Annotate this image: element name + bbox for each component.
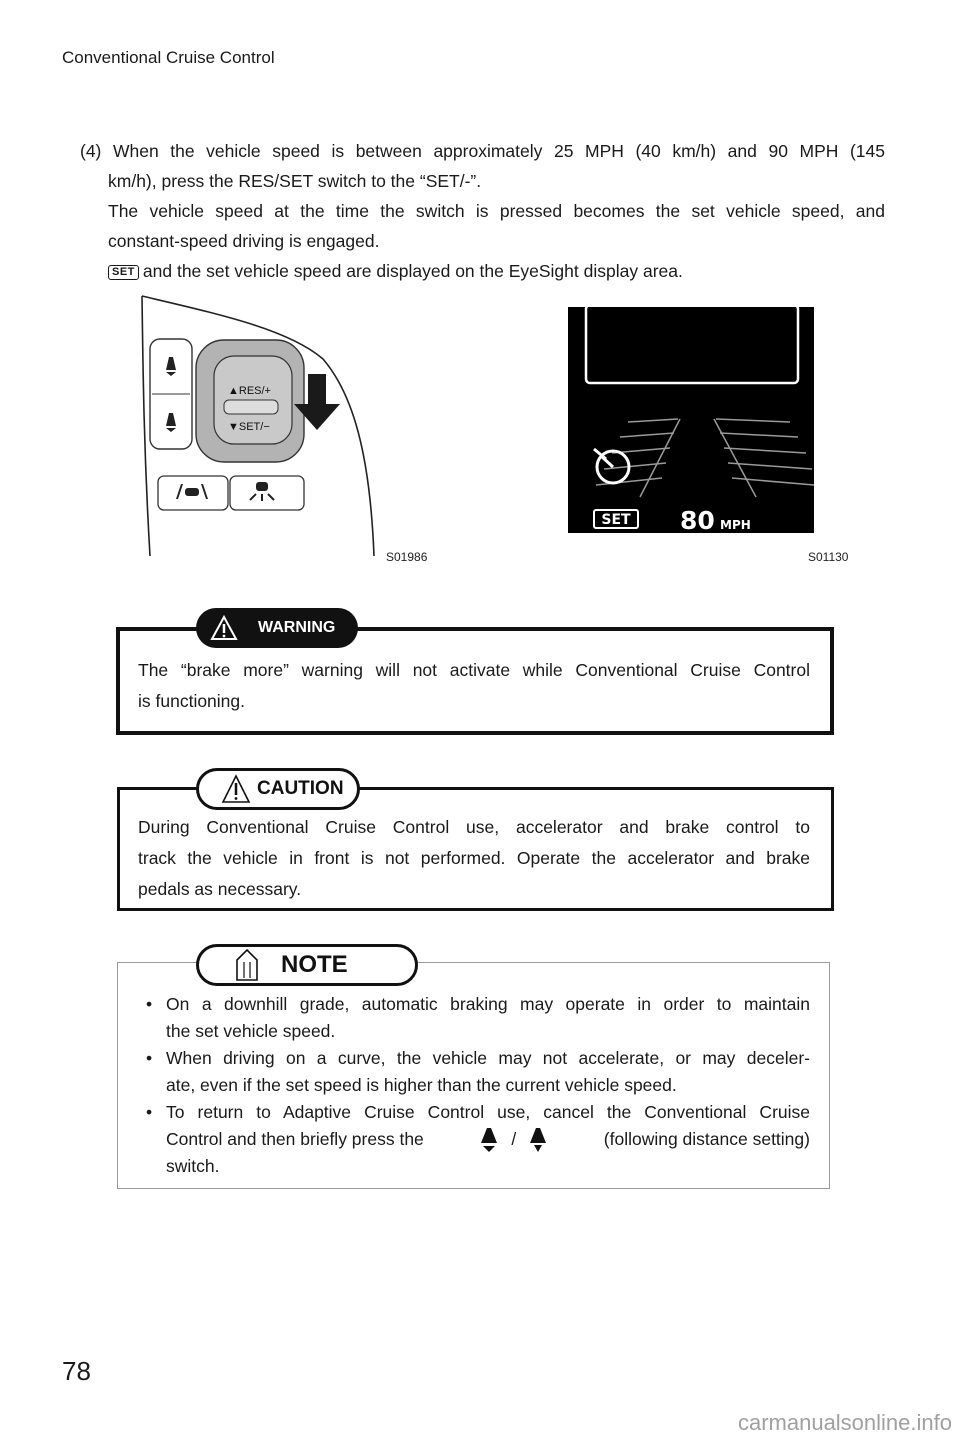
press-down-arrow-icon <box>294 374 340 430</box>
step-line-4: constant-speed driving is engaged. <box>108 231 380 251</box>
note-item-3-line-3: switch. <box>166 1156 220 1176</box>
note-list: • On a downhill grade, automatic braking… <box>138 991 810 1180</box>
note-item-1-line-1: On a downhill grade, automatic braking m… <box>166 994 810 1014</box>
lane-departure-icon <box>176 484 208 499</box>
step-line-3: The vehicle speed at the time the switch… <box>108 201 885 221</box>
note-panel <box>117 962 830 1189</box>
cruise-speedometer-icon <box>593 447 631 485</box>
step-line-5-text: and the set vehicle speed are displayed … <box>142 261 683 281</box>
step-4-text: (4) When the vehicle speed is between ap… <box>80 136 885 286</box>
note-item-3-line-1: To return to Adaptive Cruise Control use… <box>166 1102 810 1122</box>
page-number: 78 <box>62 1356 91 1386</box>
caution-label: CAUTION <box>257 778 344 799</box>
note-item-2: • When driving on a curve, the vehicle m… <box>138 1045 810 1099</box>
note-text: • On a downhill grade, automatic braking… <box>138 991 810 1180</box>
running-header: Conventional Cruise Control <box>62 48 275 67</box>
caution-text: During Conventional Cruise Control use, … <box>138 812 810 905</box>
pre-collision-off-icon <box>249 482 275 501</box>
gap-decrease-icon <box>530 1127 547 1152</box>
note-pencil-icon <box>236 948 258 981</box>
note-item-3: • To return to Adaptive Cruise Control u… <box>138 1099 810 1180</box>
eyesight-display-illustration: SET 80 MPH <box>584 303 815 535</box>
step-line-2: km/h), press the RES/SET switch to the “… <box>108 171 482 191</box>
warning-text: The “brake more” warning will not activa… <box>138 655 810 717</box>
warning-label-pill: WARNING <box>196 608 358 648</box>
caution-line-3: pedals as necessary. <box>138 879 302 899</box>
note-item-1-line-2: the set vehicle speed. <box>166 1021 336 1041</box>
note-item-3-line-2b: (following distance setting) <box>603 1129 810 1149</box>
display-speed: 80 <box>680 506 715 533</box>
caution-line-1: During Conventional Cruise Control use, … <box>138 817 810 837</box>
display-set-badge: SET <box>601 512 631 528</box>
note-item-2-line-2: ate, even if the set speed is higher tha… <box>166 1075 677 1095</box>
steering-switch-illustration: ▲RES/+ ▼SET/− <box>141 295 375 557</box>
gap-increase-icon <box>481 1127 498 1152</box>
warning-triangle-icon <box>210 615 238 640</box>
warning-line-1: The “brake more” warning will not activa… <box>138 660 810 680</box>
figure-code-right: S01130 <box>808 550 849 564</box>
step-line-1: (4) When the vehicle speed is between ap… <box>80 141 885 161</box>
warning-line-2: is functioning. <box>138 691 246 711</box>
note-label-pill: NOTE <box>196 944 418 986</box>
note-item-2-line-1: When driving on a curve, the vehicle may… <box>166 1048 810 1068</box>
warning-label: WARNING <box>258 619 336 636</box>
set-indicator-icon: SET <box>108 265 139 280</box>
note-label: NOTE <box>281 951 348 978</box>
icon-separator: / <box>511 1129 517 1149</box>
note-item-3-line-2a: Control and then briefly press the <box>166 1129 424 1149</box>
bullet-icon: • <box>146 1102 153 1122</box>
display-unit: MPH <box>720 518 751 532</box>
caution-triangle-icon <box>221 774 251 803</box>
steering-switch-figure: ▲RES/+ ▼SET/− S01986 <box>138 294 427 564</box>
bullet-icon: • <box>146 994 153 1014</box>
distance-switch-icons: / <box>477 1126 550 1153</box>
figure-code-left: S01986 <box>386 550 428 564</box>
note-item-1: • On a downhill grade, automatic braking… <box>138 991 810 1045</box>
set-label: ▼SET/− <box>228 421 270 433</box>
bullet-icon: • <box>146 1048 153 1068</box>
note-item-3-line-2: Control and then briefly press the / (fo… <box>166 1126 810 1153</box>
caution-line-2: track the vehicle in front is not perfor… <box>138 848 810 868</box>
eyesight-display-figure: SET 80 MPH <box>568 303 815 535</box>
watermark: carmanualsonline.info <box>737 1410 952 1435</box>
caution-label-pill: CAUTION <box>196 768 360 810</box>
res-label: ▲RES/+ <box>228 385 271 397</box>
